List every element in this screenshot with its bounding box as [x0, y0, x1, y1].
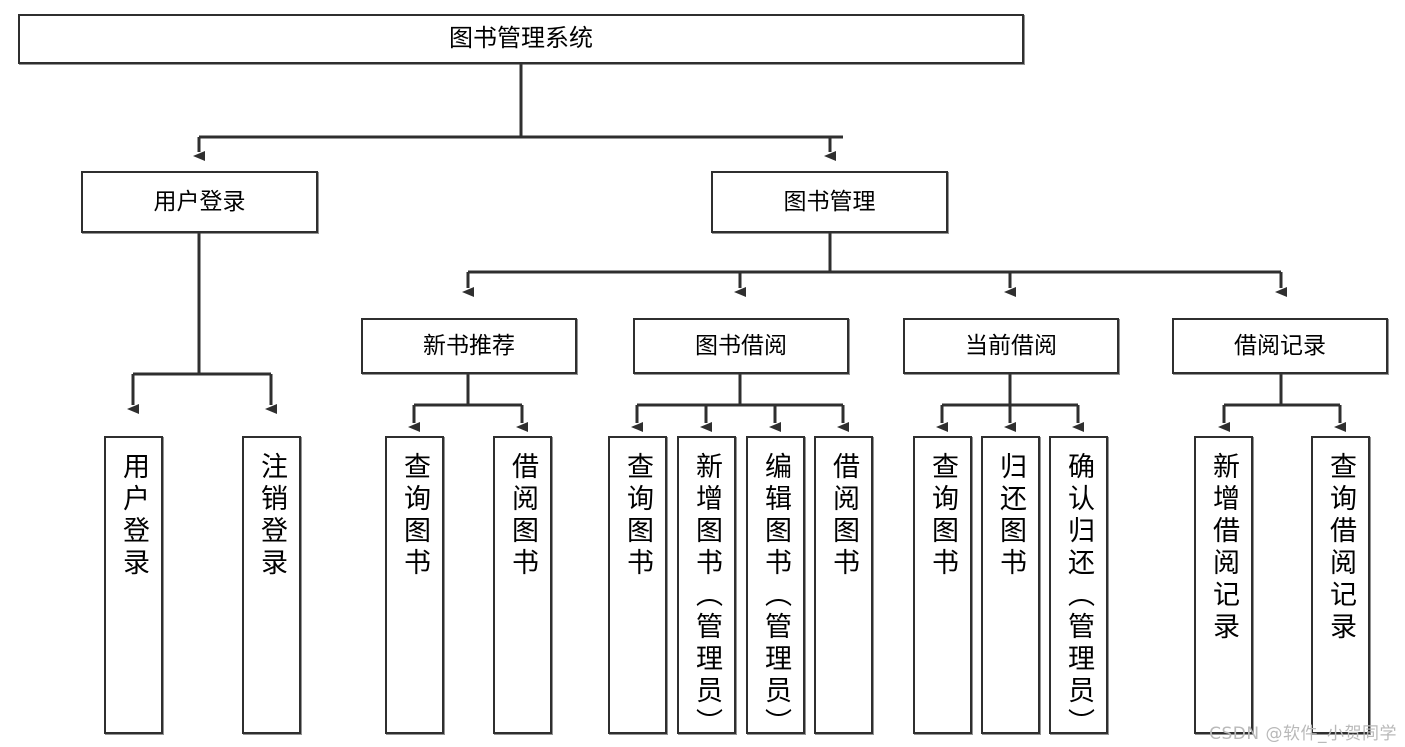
node-book-borrow[interactable]: 图书借阅	[633, 318, 849, 374]
node-leaf-add-book-label: 新增图书（管理员）	[691, 452, 722, 740]
node-leaf-user-login[interactable]: 用户登录	[104, 436, 163, 734]
node-leaf-borrow-book-2-label: 借阅图书	[828, 452, 859, 580]
node-leaf-query-book-1[interactable]: 查询图书	[385, 436, 444, 734]
node-leaf-query-record-label: 查询借阅记录	[1325, 452, 1356, 644]
node-leaf-query-book-3[interactable]: 查询图书	[913, 436, 972, 734]
node-leaf-logout-login-label: 注销登录	[256, 452, 287, 580]
node-leaf-add-book[interactable]: 新增图书（管理员）	[677, 436, 736, 740]
node-borrow-record[interactable]: 借阅记录	[1172, 318, 1388, 374]
node-leaf-query-book-3-label: 查询图书	[927, 452, 958, 580]
node-user-login-label: 用户登录	[153, 188, 246, 215]
node-leaf-query-book-1-label: 查询图书	[399, 452, 430, 580]
node-leaf-borrow-book-2[interactable]: 借阅图书	[814, 436, 873, 734]
node-leaf-return-book[interactable]: 归还图书	[981, 436, 1040, 734]
node-leaf-confirm-return[interactable]: 确认归还（管理员）	[1049, 436, 1108, 740]
node-user-login[interactable]: 用户登录	[81, 171, 318, 233]
node-leaf-query-record[interactable]: 查询借阅记录	[1311, 436, 1370, 734]
node-current-borrow-label: 当前借阅	[965, 332, 1057, 359]
node-root[interactable]: 图书管理系统	[18, 14, 1024, 64]
node-leaf-add-record-label: 新增借阅记录	[1208, 452, 1239, 644]
node-leaf-query-book-2[interactable]: 查询图书	[608, 436, 667, 734]
node-new-book-recommend-label: 新书推荐	[423, 332, 515, 359]
watermark: CSDN @软件_小贺同学	[1209, 724, 1397, 744]
node-leaf-edit-book-label: 编辑图书（管理员）	[760, 452, 791, 740]
node-leaf-add-record[interactable]: 新增借阅记录	[1194, 436, 1253, 734]
node-new-book-recommend[interactable]: 新书推荐	[361, 318, 577, 374]
node-book-manage[interactable]: 图书管理	[711, 171, 948, 233]
node-current-borrow[interactable]: 当前借阅	[903, 318, 1119, 374]
node-leaf-edit-book[interactable]: 编辑图书（管理员）	[746, 436, 805, 740]
node-leaf-borrow-book-1-label: 借阅图书	[507, 452, 538, 580]
node-book-manage-label: 图书管理	[783, 188, 876, 215]
node-book-borrow-label: 图书借阅	[695, 332, 787, 359]
node-root-label: 图书管理系统	[449, 24, 593, 53]
node-leaf-logout-login[interactable]: 注销登录	[242, 436, 301, 734]
node-leaf-query-book-2-label: 查询图书	[622, 452, 653, 580]
node-leaf-confirm-return-label: 确认归还（管理员）	[1063, 452, 1094, 740]
node-leaf-return-book-label: 归还图书	[995, 452, 1026, 580]
node-borrow-record-label: 借阅记录	[1234, 332, 1326, 359]
node-leaf-borrow-book-1[interactable]: 借阅图书	[493, 436, 552, 734]
node-leaf-user-login-label: 用户登录	[118, 452, 149, 580]
